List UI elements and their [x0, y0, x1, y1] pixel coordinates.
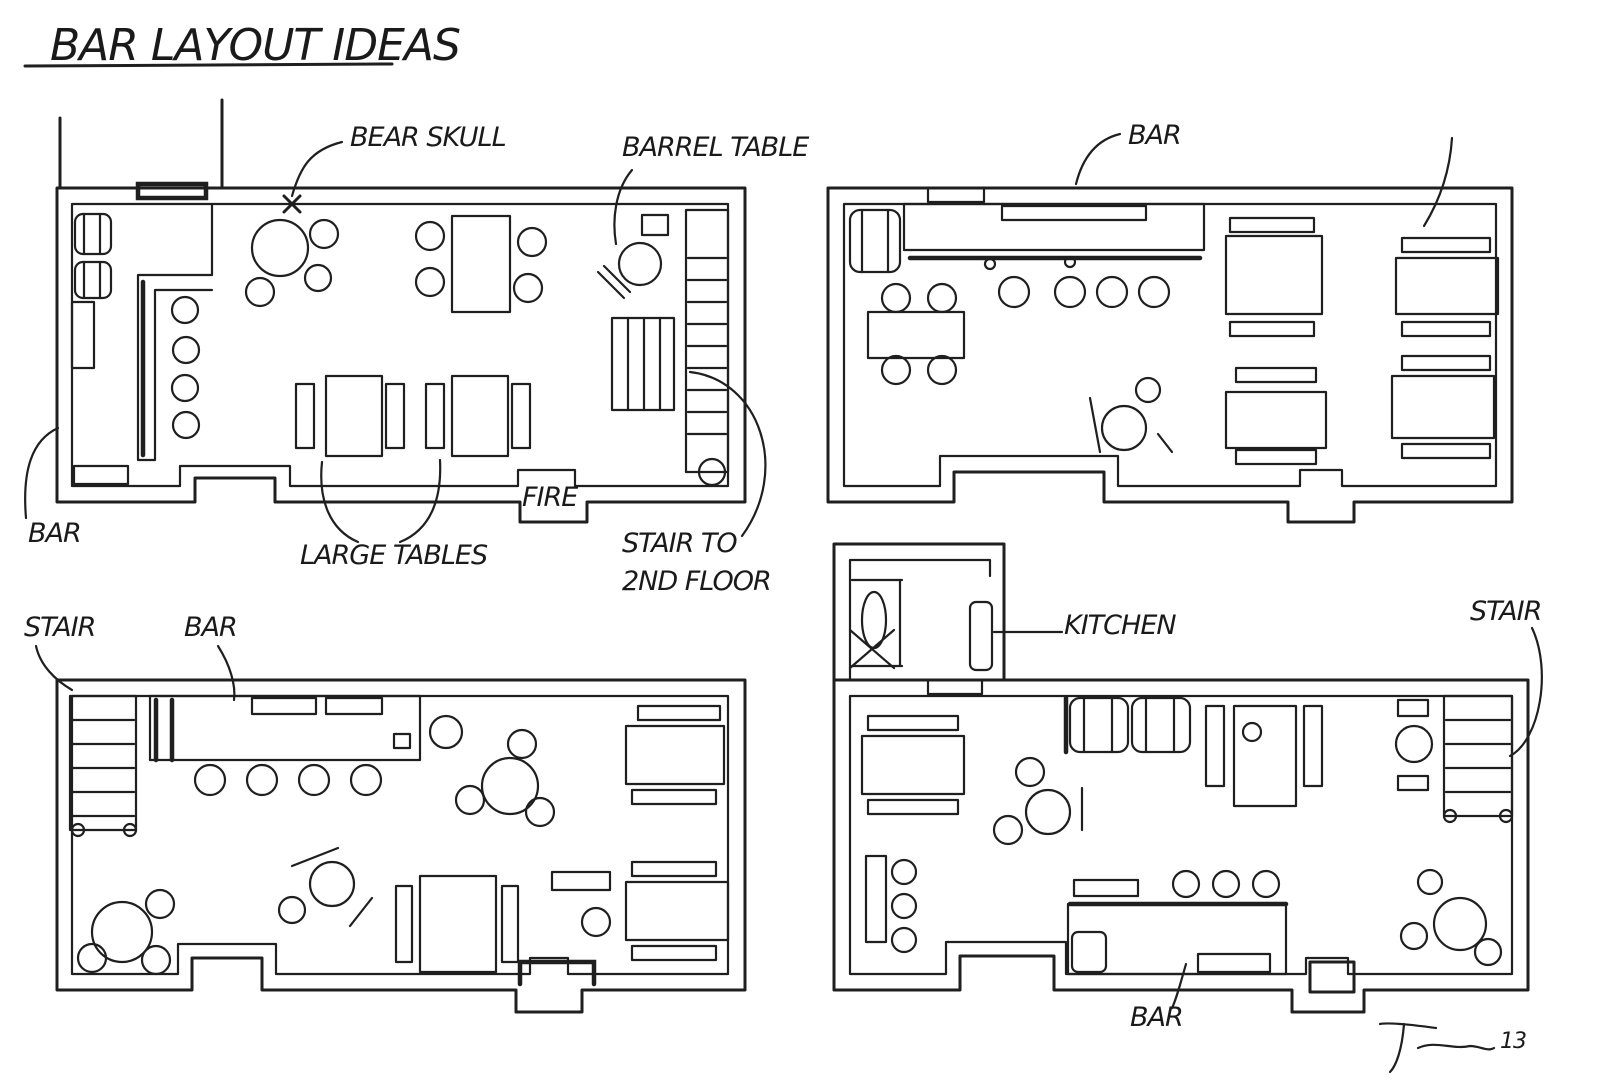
plan-1: BEAR SKULL BARREL TABLE BAR LARGE TABLES… — [24, 98, 810, 597]
plan-1-window — [135, 181, 209, 201]
plan-4-stair-label: STAIR — [1470, 596, 1541, 627]
plan-4-long-table — [1204, 704, 1324, 808]
bear-skull-marker — [282, 194, 302, 214]
plan-2-barrels — [848, 208, 902, 274]
plan-4-left-table — [860, 714, 966, 816]
plan-3-bar-label: BAR — [184, 612, 237, 643]
plan-3-center-table — [394, 874, 520, 974]
plan-3-big-round-table — [76, 888, 176, 976]
signature-number: 13 — [1500, 1029, 1526, 1054]
plan-1-inner-wall — [70, 202, 730, 488]
plan-2-right-tables — [1390, 236, 1500, 460]
plan-3-bar-leader — [216, 644, 236, 702]
plan-4-bar-leader — [1170, 962, 1188, 1010]
signature-mark — [1378, 1022, 1496, 1074]
plan-4-left-booth — [864, 854, 918, 954]
plan-1-bar-leader — [24, 426, 60, 520]
plan-3: STAIR BAR — [24, 612, 747, 1014]
plan-1-bar-counter — [136, 202, 214, 462]
plan-2-bar-label: BAR — [1128, 120, 1181, 151]
stair-label-line2: 2ND FLOOR — [622, 566, 771, 597]
plan-4: KITCHEN STAIR BAR — [832, 542, 1543, 1033]
plan-3-outer-wall — [55, 678, 747, 1014]
plan-4-outer-wall — [832, 678, 1530, 1014]
plan-2-outer-wall — [826, 186, 1514, 524]
kitchen-label: KITCHEN — [1064, 610, 1176, 641]
plan-1-stove — [70, 300, 96, 370]
kitchen-fixtures — [848, 578, 994, 672]
plan-1-outer-wall — [55, 186, 747, 524]
plan-2-window — [926, 186, 986, 204]
plan-4-bar-label: BAR — [1130, 1002, 1183, 1033]
plan-3-fireplace — [517, 959, 597, 987]
plan-3-stair-label: STAIR — [24, 612, 95, 643]
plan-2-bar-leader — [1074, 132, 1122, 186]
plan-2-pointer — [1422, 136, 1454, 228]
kitchen-inner-wall — [848, 558, 992, 682]
large-tables-label: LARGE TABLES — [300, 540, 488, 571]
plan-3-small-round-table — [277, 846, 374, 928]
plan-4-bar-counter — [1066, 878, 1289, 976]
plan-1-barrels — [73, 212, 113, 300]
plan-2-round-table — [1088, 376, 1174, 454]
plan-4-stair-seat — [1394, 698, 1434, 792]
plan-3-stairs — [68, 694, 138, 838]
plan-3-right-tables-top — [624, 704, 726, 806]
plan-4-skull-table — [1399, 868, 1503, 967]
signature: 13 — [1378, 1022, 1527, 1074]
plan-4-inner-wall — [848, 694, 1514, 976]
large-tables-leader — [320, 458, 442, 544]
plan-1-barrel-table — [596, 213, 670, 300]
title-block: BAR LAYOUT IDEAS — [23, 20, 461, 71]
plan-3-inner-wall — [70, 694, 730, 976]
bear-skull-label: BEAR SKULL — [350, 122, 506, 153]
barrel-table-label: BARREL TABLE — [622, 132, 809, 163]
plan-4-round-table — [992, 756, 1084, 846]
plan-1-top-table — [414, 214, 548, 314]
plan-3-keg — [428, 714, 464, 750]
plan-2-left-table — [866, 282, 966, 386]
plan-1-large-tables — [294, 374, 532, 458]
plan-4-fireplace — [1308, 960, 1356, 994]
plan-4-bar-stools — [1171, 869, 1281, 899]
fire-label: FIRE — [522, 482, 578, 513]
plan-2-inner-wall — [842, 202, 1498, 488]
title-underline — [23, 62, 394, 68]
plan-4-window — [926, 678, 984, 696]
plan-1-stairs — [610, 208, 730, 487]
plan-3-bar-counter — [148, 694, 422, 763]
page-title: BAR LAYOUT IDEAS — [50, 20, 460, 71]
plan-3-right-tables-bottom — [550, 860, 730, 962]
plan-4-stair-leader — [1508, 626, 1543, 758]
plan-3-round-table-skull — [454, 728, 556, 828]
plan-3-stair-leader — [34, 644, 74, 692]
stair-label-line1: STAIR TO — [622, 528, 737, 559]
plan-2-bar-stools — [997, 275, 1171, 309]
plan-2-mid-tables — [1224, 216, 1328, 466]
plan-1-entry-walls — [58, 98, 224, 190]
bear-skull-leader — [290, 140, 344, 198]
plan-1-sink — [72, 464, 130, 486]
barrel-table-leader — [613, 168, 634, 246]
plan-4-barrels — [1063, 695, 1192, 755]
stair-leader — [688, 370, 767, 538]
plan-2: BAR — [826, 120, 1514, 524]
kitchen-walls — [832, 542, 1006, 682]
plan-4-stairs — [1442, 694, 1514, 824]
plan-1-bar-label: BAR — [28, 518, 81, 549]
plan-3-bar-stools — [193, 763, 383, 797]
plan-1-bar-stools — [170, 295, 201, 440]
plan-1-round-table — [244, 218, 340, 308]
plan-2-bar-counter — [902, 202, 1206, 271]
